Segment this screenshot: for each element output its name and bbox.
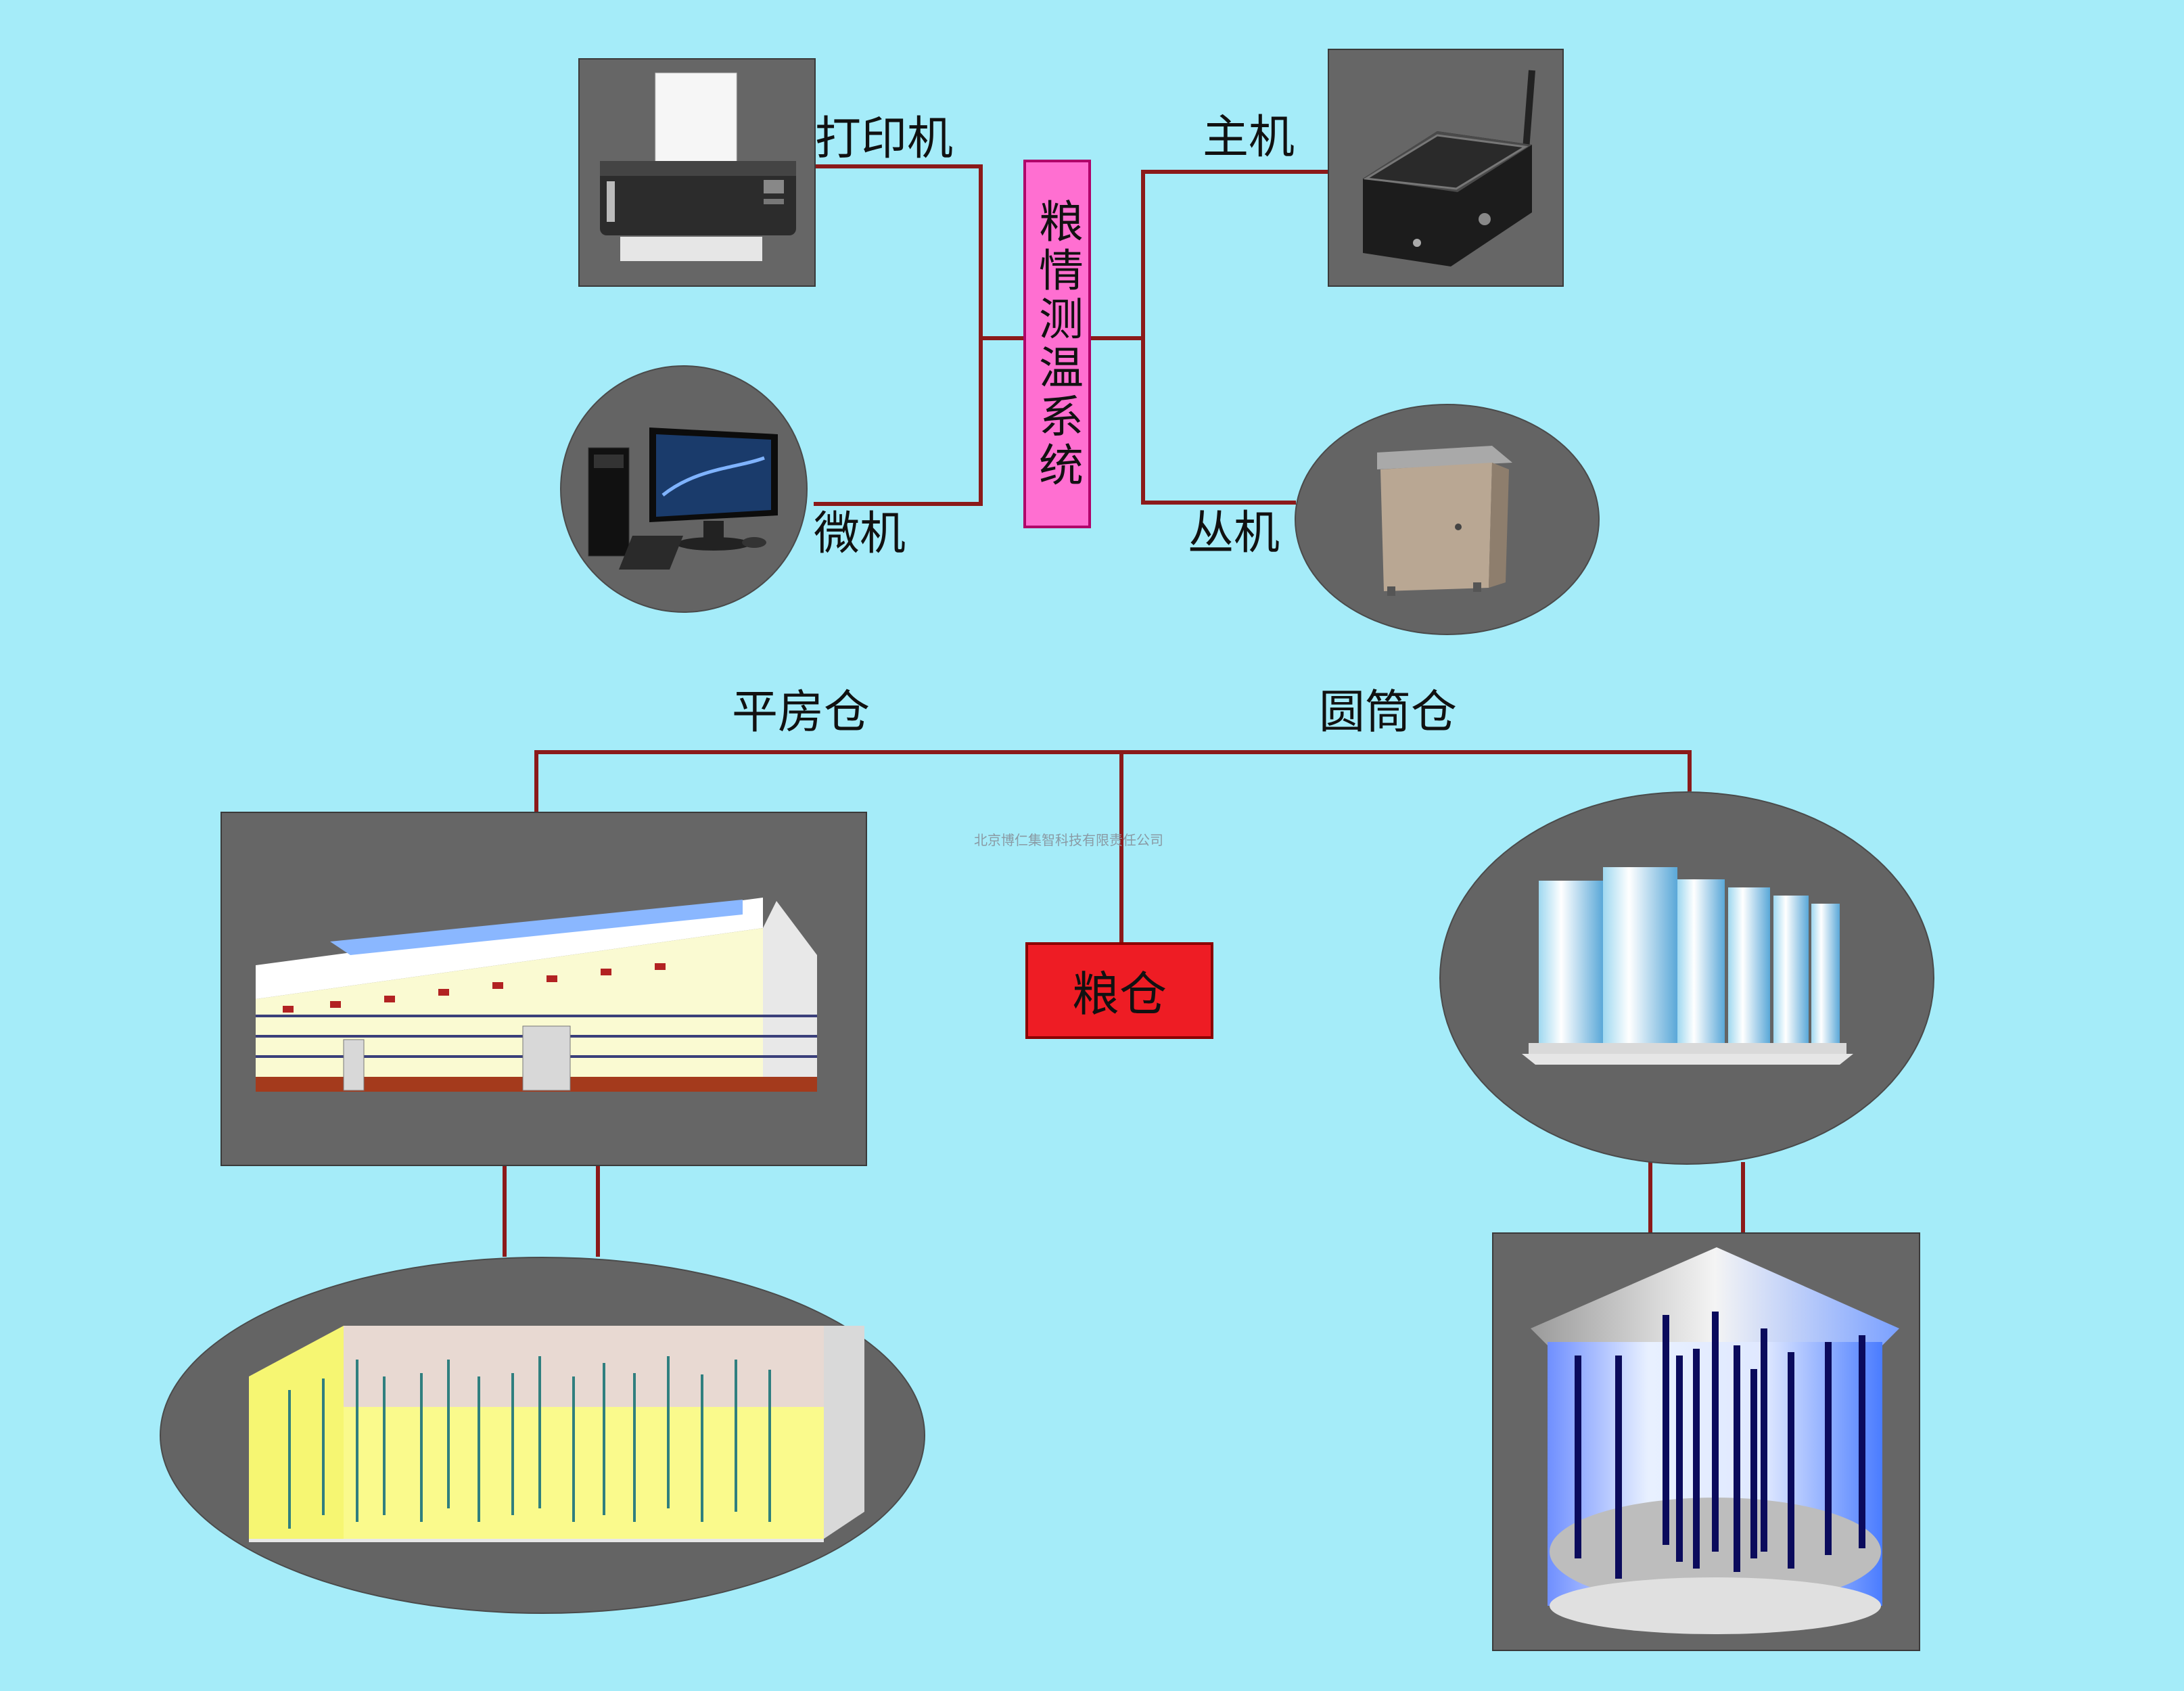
silo-interior-panel: [1492, 1232, 1920, 1651]
granary-label: 粮仓: [1072, 967, 1167, 1022]
cabinet-icon: [1377, 446, 1512, 596]
left-connector: [814, 164, 983, 506]
silo-sensor-cables-icon: [1531, 1247, 1899, 1634]
microcomputer-panel: [560, 365, 808, 613]
temperature-system-box[interactable]: 粮情测温系统: [1023, 160, 1091, 528]
printer-panel: [578, 58, 816, 287]
silo-icon: [1522, 867, 1853, 1065]
system-title: 粮情测温系统: [1031, 198, 1084, 490]
granary-box[interactable]: 粮仓: [1025, 942, 1213, 1039]
router-device-icon: [1363, 70, 1535, 267]
flat-warehouse-label: 平房仓: [732, 686, 870, 739]
flat-warehouse-sensor-cables-icon: [249, 1326, 864, 1542]
printer-label: 打印机: [815, 112, 954, 166]
slave-panel: [1295, 404, 1600, 635]
bottom-connector: [534, 750, 1692, 812]
company-watermark: 北京博仁集智科技有限责任公司: [974, 832, 1163, 848]
flat-warehouse-icon: [256, 898, 817, 1092]
host-label: 主机: [1203, 111, 1295, 164]
microcomputer-label: 微机: [814, 507, 906, 561]
silo-warehouse-label: 圆筒仓: [1319, 686, 1458, 739]
slave-label: 丛机: [1188, 507, 1280, 560]
desktop-computer-icon: [588, 427, 778, 570]
flat-warehouse-panel: [220, 812, 867, 1166]
silo-warehouse-panel: [1439, 791, 1934, 1165]
host-panel: [1328, 49, 1564, 287]
printer-icon: [600, 72, 796, 261]
flat-interior-panel: [160, 1257, 925, 1614]
